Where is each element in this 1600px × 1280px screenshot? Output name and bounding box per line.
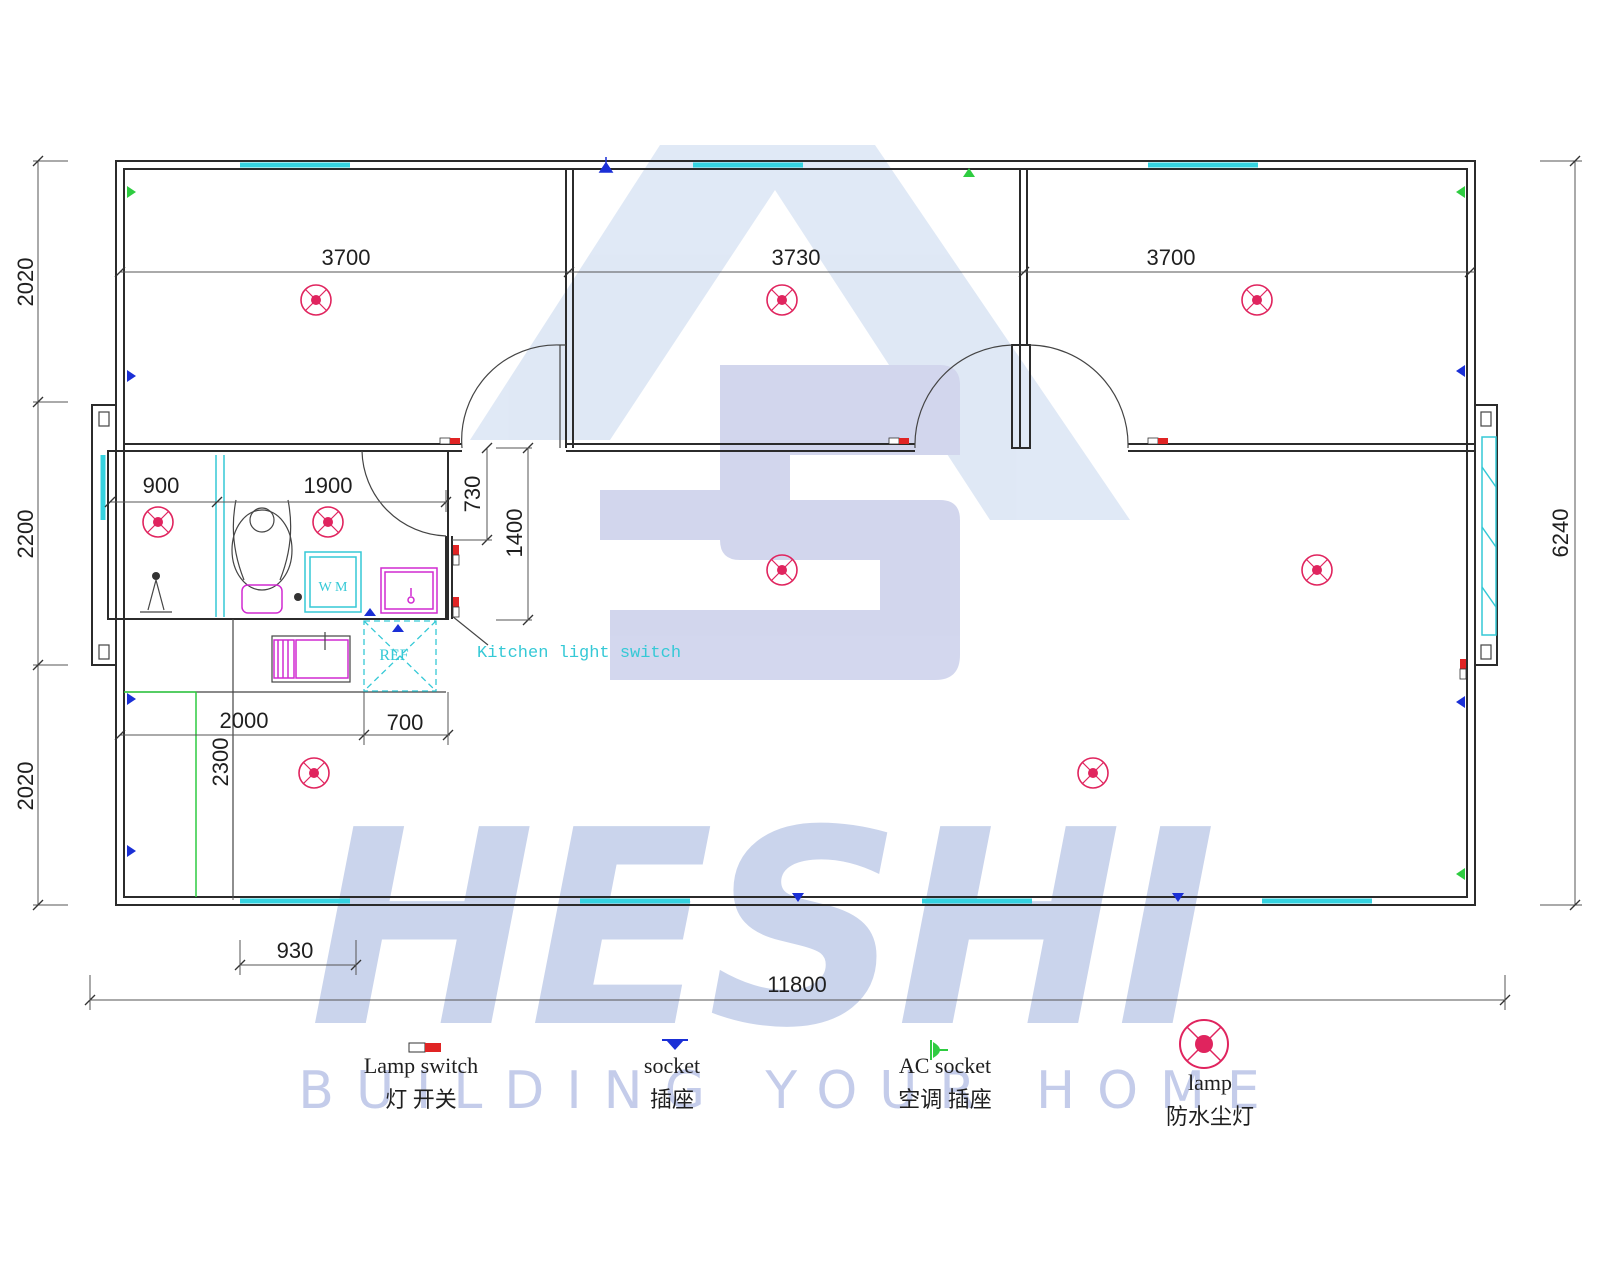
- dim-bath-1900: 1900: [304, 473, 353, 498]
- ac-socket-icon: [930, 1040, 948, 1060]
- switch-icon: [452, 545, 460, 566]
- watermark-a-left: [600, 490, 720, 540]
- socket-icon: [392, 624, 404, 632]
- legend-lamp-cn: 防水尘灯: [1166, 1104, 1254, 1129]
- socket-icon: [792, 893, 804, 902]
- lamp-icon: [1241, 284, 1273, 316]
- toilet-icon: [231, 499, 302, 614]
- ac-socket-icon: [127, 186, 136, 198]
- socket-icon: [598, 157, 614, 173]
- socket-icon: [662, 1039, 688, 1050]
- door-bedroom-3: [1029, 344, 1129, 449]
- legend-lamp-en: lamp: [1188, 1070, 1232, 1095]
- fridge: REF: [363, 620, 437, 692]
- socket-icon: [1456, 365, 1465, 377]
- legend-lamp-switch: Lamp switch 灯 开关: [364, 1042, 478, 1112]
- switch-icon: [1459, 659, 1467, 680]
- dim-730: 730: [460, 476, 485, 513]
- lamp-icon: [766, 554, 798, 586]
- lamp-icon: [300, 284, 332, 316]
- lamp-icon: [142, 506, 174, 538]
- dim-overall-11800: 11800: [767, 972, 827, 997]
- dim-top-room-3: 3700: [1147, 245, 1196, 270]
- washing-machine: W M: [304, 551, 362, 613]
- dim-kitchen-2000: 2000: [220, 708, 269, 733]
- bathroom-fixtures: W M: [140, 499, 438, 614]
- legend-lamp: lamp 防水尘灯: [1166, 1019, 1254, 1129]
- legend-ac-socket-cn: 空调 插座: [898, 1087, 992, 1112]
- switch-icon: [1147, 437, 1168, 445]
- legend: Lamp switch 灯 开关 socket 插座 AC socket 空调 …: [364, 1019, 1254, 1129]
- socket-icon: [1456, 696, 1465, 708]
- lamp-icon: [1301, 554, 1333, 586]
- dim-top-room-1: 3700: [322, 245, 371, 270]
- switch-icon: [408, 1042, 441, 1053]
- dimension-labels: 3700 3730 3700 900 1900 730 1400 2000 70…: [13, 245, 1573, 997]
- lamp-icon: [766, 284, 798, 316]
- bathroom-sink: [380, 567, 438, 614]
- dim-right-total: 6240: [1548, 509, 1573, 558]
- ac-socket-icon: [963, 168, 975, 177]
- dim-top-room-2: 3730: [772, 245, 821, 270]
- dim-1400: 1400: [502, 509, 527, 558]
- lamp-icon: [298, 757, 330, 789]
- switches: [439, 437, 1467, 680]
- dim-bottom-930: 930: [277, 938, 314, 963]
- windows: [100, 162, 1497, 904]
- dim-kitchen-700: 700: [387, 710, 424, 735]
- dim-kitchen-2300: 2300: [208, 738, 233, 787]
- switch-icon: [452, 597, 460, 618]
- socket-icon: [127, 370, 136, 382]
- dim-left-top: 2020: [13, 258, 38, 307]
- dimension-lines: [32, 155, 1582, 1010]
- dim-bath-900: 900: [143, 473, 180, 498]
- sockets: [127, 157, 1465, 902]
- legend-socket-en: socket: [644, 1053, 700, 1078]
- legend-socket-cn: 插座: [650, 1087, 694, 1112]
- fridge-label: REF: [379, 647, 408, 664]
- kitchen-light-switch-label: Kitchen light switch: [477, 644, 681, 663]
- shower-icon: [140, 572, 172, 613]
- legend-lamp-switch-en: Lamp switch: [364, 1053, 478, 1078]
- watermark-tagline: BUILDING YOUR HOME: [298, 1061, 1281, 1121]
- lamps: [142, 284, 1333, 789]
- lamp-icon: [1179, 1019, 1229, 1069]
- door-bedroom-2: [914, 344, 1013, 449]
- washing-machine-label: W M: [319, 580, 348, 595]
- socket-icon: [127, 845, 136, 857]
- legend-socket: socket 插座: [644, 1039, 700, 1112]
- ac-socket-icon: [1456, 868, 1465, 880]
- legend-ac-socket: AC socket 空调 插座: [898, 1040, 992, 1112]
- door-bathroom: [361, 450, 447, 537]
- door-bedroom-1: [461, 344, 566, 449]
- ac-sockets: [127, 168, 1465, 880]
- switch-icon: [888, 437, 909, 445]
- legend-ac-socket-en: AC socket: [899, 1053, 991, 1078]
- dim-left-bottom: 2020: [13, 762, 38, 811]
- socket-icon: [364, 608, 376, 616]
- kitchen-sink: [271, 632, 351, 683]
- watermark-brand: HESHI: [309, 772, 1213, 1087]
- dim-left-mid: 2200: [13, 510, 38, 559]
- lamp-icon: [1077, 757, 1109, 789]
- doors: [361, 344, 1129, 537]
- kitchen-fixtures: REF Kitchen light switch: [124, 615, 681, 897]
- interior-walls: [107, 169, 1475, 620]
- socket-icon: [127, 693, 136, 705]
- watermark-roof-shape: [470, 145, 1130, 520]
- ac-socket-icon: [1456, 186, 1465, 198]
- lamp-icon: [312, 506, 344, 538]
- legend-lamp-switch-cn: 灯 开关: [385, 1087, 457, 1112]
- switch-icon: [439, 437, 460, 445]
- socket-icon: [1172, 893, 1184, 902]
